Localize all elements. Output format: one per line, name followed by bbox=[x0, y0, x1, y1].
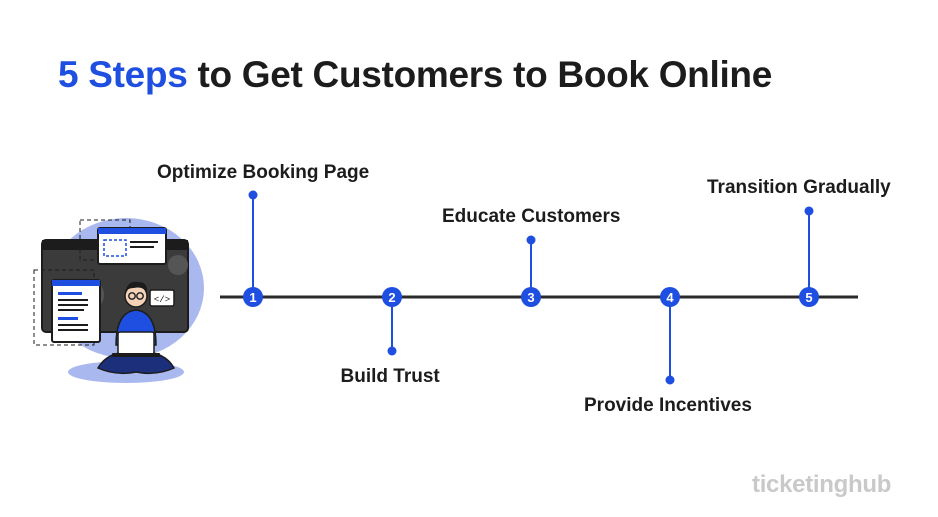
step-5-label: Transition Gradually bbox=[707, 177, 891, 198]
step-2-number: 2 bbox=[388, 290, 395, 305]
page-title: 5 Steps to Get Customers to Book Online bbox=[58, 54, 772, 96]
developer-laptop-illustration: </> bbox=[33, 218, 204, 383]
step-4-label: Provide Incentives bbox=[584, 395, 752, 416]
step-1-number: 1 bbox=[249, 290, 256, 305]
gear-icon-small bbox=[168, 255, 188, 275]
title-rest: to Get Customers to Book Online bbox=[187, 54, 773, 95]
step-2-label: Build Trust bbox=[340, 366, 440, 387]
step-5-end-dot bbox=[804, 206, 814, 216]
step-2-end-dot bbox=[387, 346, 397, 356]
step-3-label: Educate Customers bbox=[442, 206, 621, 227]
step-4-node bbox=[660, 287, 680, 307]
step-1-end-dot bbox=[248, 190, 258, 200]
title-highlight: 5 Steps bbox=[58, 54, 188, 95]
step-1-node bbox=[243, 287, 263, 307]
brand-logo: ticketinghub bbox=[752, 471, 892, 498]
step-3-end-dot bbox=[526, 235, 536, 245]
step-5-number: 5 bbox=[805, 290, 812, 305]
step-4-end-dot bbox=[665, 375, 675, 385]
step-5-node bbox=[799, 287, 819, 307]
step-2-node bbox=[382, 287, 402, 307]
step-3-number: 3 bbox=[527, 290, 534, 305]
step-4-number: 4 bbox=[666, 290, 674, 305]
step-1-label: Optimize Booking Page bbox=[157, 162, 370, 183]
code-icon bbox=[149, 289, 175, 307]
code-icon-text: </> bbox=[154, 295, 170, 305]
step-3-node bbox=[521, 287, 541, 307]
